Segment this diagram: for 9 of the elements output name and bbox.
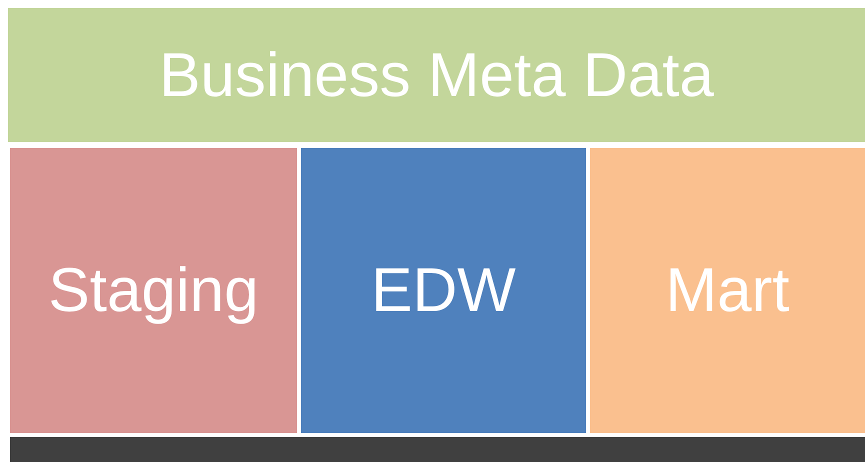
layer-label: Mart <box>666 255 790 326</box>
layer-box <box>10 148 297 433</box>
header-band <box>8 8 865 142</box>
layer-box <box>301 148 586 433</box>
dark-bar <box>10 437 865 462</box>
layer-label: Business Meta Data <box>159 40 714 110</box>
layer-box <box>590 148 865 433</box>
layer-label: EDW <box>371 255 516 326</box>
layer-label: Staging <box>48 255 259 326</box>
